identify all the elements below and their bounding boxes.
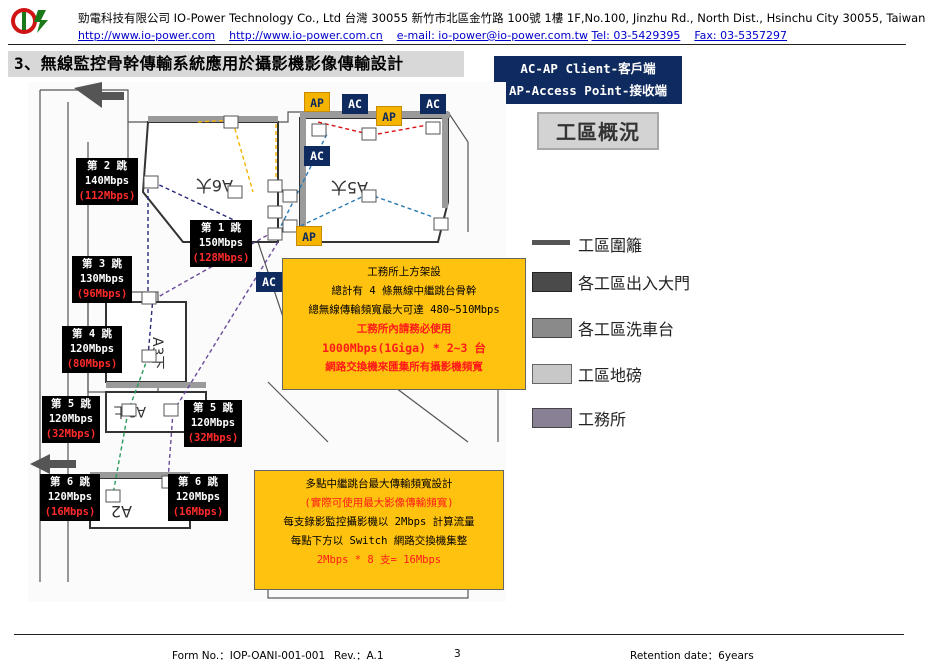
ap-tag: AP (304, 92, 330, 112)
ac-tag: AC (420, 94, 446, 114)
ac-ap-legend: AC-AP Client-客戶端 AP-Access Point-接收端 (494, 56, 682, 104)
note1-line5: 1000Mbps(1Giga) * 2~3 台 (322, 341, 486, 355)
ap-tag: AP (376, 106, 402, 126)
note1-line2: 總計有 4 條無線中繼跳台骨幹 (331, 285, 477, 297)
ac-tag: AC (256, 272, 282, 292)
hop-speed: 120Mbps (190, 417, 236, 429)
building-a2-label: A2 (111, 502, 132, 521)
legend-label: 工務所 (578, 410, 627, 429)
ap-tag: AP (296, 226, 322, 246)
note2-line4: 每點下方以 Switch 網路交換機集整 (290, 535, 468, 547)
tel-text: Tel: 03-5429395 (591, 29, 681, 42)
note1-line4: 工務所內請務必使用 (356, 323, 452, 335)
hop-5-box-left: 第 5 跳 120Mbps (32Mbps) (42, 396, 100, 443)
hop-actual: (80Mbps) (66, 358, 118, 370)
scale-swatch (532, 364, 572, 384)
hop-3-box: 第 3 跳 130Mbps (96Mbps) (72, 256, 132, 303)
office-swatch (532, 408, 572, 428)
page-number: 3 (454, 648, 461, 660)
ap-legend-line: AP-Access Point-接收端 (509, 83, 667, 98)
hop-speed: 140Mbps (84, 175, 130, 187)
note2-line1: 多點中繼跳台最大傳輸頻寬設計 (305, 478, 453, 490)
hop-2-box: 第 2 跳 140Mbps (112Mbps) (76, 158, 138, 205)
hop-name: 第 5 跳 (51, 398, 91, 410)
hop-name: 第 3 跳 (82, 258, 122, 270)
website-link[interactable]: http://www.io-power.com (78, 29, 216, 42)
hop-name: 第 5 跳 (193, 402, 233, 414)
company-address-line: 勁電科技有限公司 IO-Power Technology Co., Ltd 台灣… (78, 11, 926, 25)
header-divider (8, 44, 906, 45)
legend-label: 工區地磅 (578, 366, 643, 385)
hop-speed: 120Mbps (47, 491, 93, 503)
retention-date: Retention date：6years (630, 650, 754, 662)
revision: Rev.：A.1 (334, 650, 384, 662)
website-cn-link[interactable]: http://www.io-power.com.cn (229, 29, 383, 42)
hop-actual: (32Mbps) (187, 432, 239, 444)
legend-label: 各工區出入大門 (578, 274, 691, 293)
hop-speed: 120Mbps (69, 343, 115, 355)
hop-speed: 150Mbps (198, 237, 244, 249)
hop-speed: 130Mbps (79, 273, 125, 285)
hop-name: 第 2 跳 (87, 160, 127, 172)
gate-swatch (532, 272, 572, 292)
ac-tag: AC (304, 146, 330, 166)
hop-actual: (112Mbps) (78, 190, 136, 202)
relay-bandwidth-note: 多點中繼跳台最大傳輸頻寬設計 (實際可使用最大影像傳輸頻寬) 每支錄影監控攝影機… (254, 470, 504, 590)
wash-swatch (532, 318, 572, 338)
email-link[interactable]: e-mail: io-power@io-power.com.tw (396, 29, 588, 42)
hop-name: 第 6 跳 (178, 476, 218, 488)
hop-name: 第 4 跳 (72, 328, 112, 340)
building-a5-label: A5大 (331, 178, 368, 197)
hop-4-box: 第 4 跳 120Mbps (80Mbps) (62, 326, 122, 373)
note2-line5: 2Mbps * 8 支= 16Mbps (316, 554, 442, 566)
hop-5-box-right: 第 5 跳 120Mbps (32Mbps) (184, 400, 242, 447)
legend-label: 各工區洗車台 (578, 320, 675, 339)
ac-legend-line: AC-AP Client-客戶端 (520, 61, 656, 76)
form-number: Form No.：IOP-OANI-001-001 (172, 650, 326, 662)
legend-label: 工區圍籬 (578, 236, 643, 255)
note1-line6: 網路交換機來匯集所有攝影機頻寬 (325, 361, 483, 373)
hop-actual: (96Mbps) (76, 288, 128, 300)
note2-line3: 每支錄影監控攝影機以 2Mbps 計算流量 (283, 516, 475, 528)
hop-actual: (128Mbps) (192, 252, 250, 264)
ac-tag: AC (342, 94, 368, 114)
floor-plan-drawing: A6大 A5大 A3下 A3上 A2 (30, 82, 499, 599)
fence-swatch (532, 240, 570, 245)
footer-divider (14, 634, 904, 635)
note1-line1: 工務所上方架設 (367, 266, 441, 278)
hop-actual: (32Mbps) (45, 428, 97, 440)
hop-actual: (16Mbps) (172, 506, 224, 518)
note2-line2: (實際可使用最大影像傳輸頻寬) (304, 497, 454, 509)
hop-speed: 120Mbps (175, 491, 221, 503)
company-logo (11, 8, 48, 34)
hop-1-box: 第 1 跳 150Mbps (128Mbps) (190, 220, 252, 267)
section-title: 3、無線監控骨幹傳輸系統應用於攝影機影像傳輸設計 (8, 51, 464, 77)
hop-6-box-right: 第 6 跳 120Mbps (16Mbps) (168, 474, 228, 521)
site-overview-title: 工區概況 (537, 112, 659, 150)
fax-text: Fax: 03-5357297 (694, 29, 788, 42)
building-a6-label: A6大 (196, 176, 233, 195)
contact-line: http://www.io-power.com http://www.io-po… (78, 29, 787, 42)
hop-name: 第 1 跳 (201, 222, 241, 234)
office-backbone-note: 工務所上方架設 總計有 4 條無線中繼跳台骨幹 總無線傳輸頻寬最大可達 480~… (282, 258, 526, 390)
hop-name: 第 6 跳 (50, 476, 90, 488)
note1-line3: 總無線傳輸頻寬最大可達 480~510Mbps (308, 304, 500, 316)
hop-actual: (16Mbps) (44, 506, 96, 518)
hop-speed: 120Mbps (48, 413, 94, 425)
hop-6-box-left: 第 6 跳 120Mbps (16Mbps) (40, 474, 100, 521)
